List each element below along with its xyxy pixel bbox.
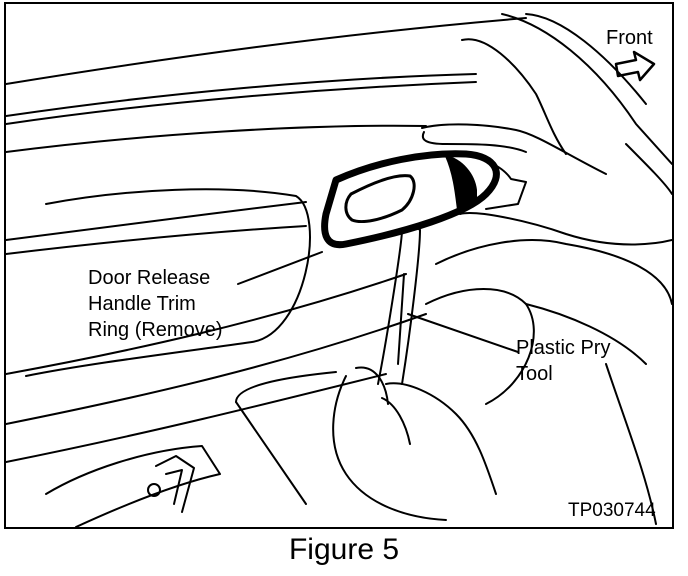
window-switch-illustration [45, 445, 221, 527]
trim-ring-callout-line-2: Handle Trim [88, 293, 196, 315]
door-panel-outline [6, 17, 672, 525]
upper-hand-illustration [421, 13, 672, 246]
plastic-pry-tool-illustration [377, 226, 421, 385]
front-direction-label: Front [606, 27, 653, 49]
trim-ring-callout-line-3: Ring (Remove) [88, 319, 223, 341]
figure-frame [4, 2, 674, 529]
pry-tool-callout-line-1: Plastic Pry [516, 337, 611, 359]
door-handle-trim-ring [321, 150, 527, 249]
lower-hand-illustration [332, 366, 497, 521]
trim-ring-leader-line [237, 251, 323, 285]
door-panel-illustration [6, 13, 672, 527]
pry-tool-callout-line-2: Tool [516, 363, 553, 385]
trim-ring-callout-line-1: Door Release [88, 267, 211, 289]
pry-tool-leader-line [407, 313, 519, 353]
figure-code: TP030744 [568, 500, 656, 521]
figure-caption: Figure 5 [288, 533, 400, 566]
right-arrow-icon [614, 50, 656, 82]
